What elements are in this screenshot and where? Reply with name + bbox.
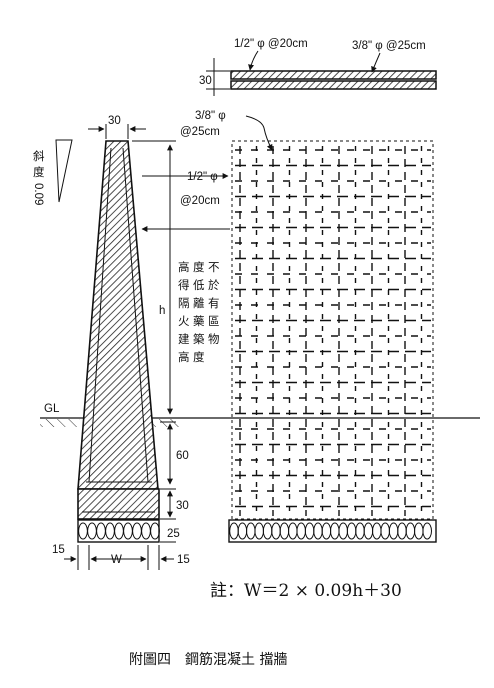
wall-main-bar-label-2: @20cm [180, 195, 220, 207]
wall-footing [77, 488, 160, 520]
slope-indicator: 斜 度 0.09 [32, 139, 73, 205]
leader-dist-bar [245, 115, 273, 151]
slope-value: 0.09 [32, 183, 44, 205]
mesh-lines [235, 146, 431, 516]
top-width-label: 30 [108, 115, 121, 127]
height-note-char: 度 [193, 350, 205, 364]
height-note-char: 高 [178, 350, 190, 364]
height-note-char: 度 [193, 260, 205, 274]
slab-top-layer [230, 70, 437, 80]
height-note-char: 不 [208, 260, 220, 274]
base-width-label: W [111, 554, 122, 566]
embed-depth-label: 60 [176, 450, 189, 462]
height-note-char: 得 [178, 278, 190, 292]
heel-width-label: 15 [177, 554, 190, 566]
slab-dist-bar-label: 3/8" φ @25cm [352, 40, 426, 52]
formula-note: 註：W＝2 × 0.09h＋30 [210, 581, 402, 601]
rebar-mesh-panel [228, 140, 437, 543]
gl-label: GL [44, 403, 60, 415]
height-note-char: 離 [193, 296, 205, 310]
footing-thickness-label: 30 [176, 500, 189, 512]
height-note-char: 隔 [178, 296, 190, 310]
mesh-footing [228, 519, 437, 543]
slope-char-2: 度 [33, 165, 45, 179]
leader-slab-main [248, 50, 259, 71]
figure-caption: 附圖四 鋼筋混凝土 擋牆 [129, 651, 287, 668]
slab-thickness-label: 30 [199, 75, 212, 87]
wall-main-bar-label-1: 1/2" φ [187, 171, 218, 183]
mesh-outline [231, 140, 434, 520]
height-note-char: 火 [178, 314, 190, 328]
wall-dist-bar-label-2: @25cm [180, 126, 220, 138]
height-note-char: 高 [178, 260, 190, 274]
slab-bottom-layer [230, 80, 437, 90]
height-note-char: 低 [193, 278, 205, 292]
height-note-char: 有 [208, 296, 220, 310]
height-label: h [159, 305, 165, 317]
height-note-char: 區 [208, 314, 220, 328]
height-note-char: 藥 [193, 314, 205, 328]
height-note-char: 建 [178, 332, 190, 346]
wall-dist-bar-label-1: 3/8" φ [195, 110, 226, 122]
slab-main-bar-label: 1/2" φ @20cm [234, 38, 308, 50]
slab-section: 30 1/2" φ @20cm 3/8" φ @25cm [199, 38, 437, 96]
height-note-char: 築 [193, 332, 205, 346]
slope-char-1: 斜 [33, 149, 45, 163]
leader-slab-dist [371, 52, 381, 73]
height-note-char: 物 [208, 332, 220, 346]
wall-section [77, 140, 160, 543]
gravel-thickness-label: 25 [167, 528, 180, 540]
toe-width-label: 15 [52, 544, 65, 556]
slope-wedge [55, 139, 73, 203]
height-note: 高度不得低於隔離有火藥區建築物高度 [178, 260, 220, 364]
height-note-char: 於 [208, 278, 220, 292]
wall-dimensions: 30 h 3/8" φ @25cm 1/2" φ @20cm 60 30 25 [52, 110, 273, 570]
wall-stem [77, 140, 159, 490]
